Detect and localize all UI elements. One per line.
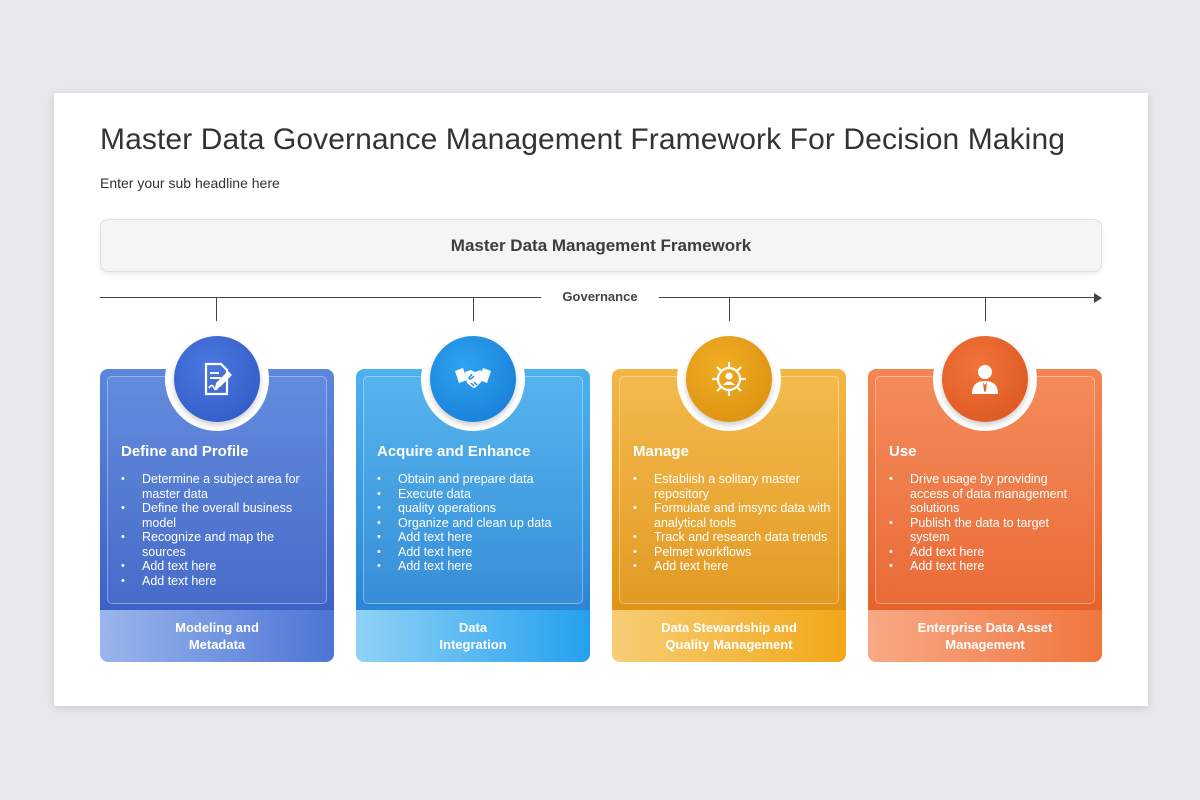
card-footer: Modeling and Metadata (100, 610, 334, 662)
framework-bar: Master Data Management Framework (100, 219, 1102, 272)
bullet-item: Add text here (889, 559, 1089, 574)
bullet-item: Publish the data to target system (889, 516, 1089, 545)
slide: Master Data Governance Management Framew… (54, 93, 1148, 706)
card-title: Acquire and Enhance (377, 443, 531, 460)
bullet-item: Establish a solitary master repository (633, 472, 833, 501)
bullet-item: quality operations (377, 501, 577, 516)
connector-line (216, 298, 217, 321)
bullet-item: Execute data (377, 487, 577, 502)
icon-circle (686, 336, 772, 422)
handshake-icon (455, 368, 491, 388)
bullet-item: Add text here (121, 559, 321, 574)
card-title: Use (889, 443, 917, 460)
icon-circle (430, 336, 516, 422)
card-bullet-list: Obtain and prepare data Execute data qua… (377, 472, 577, 574)
card-footer-line: Quality Management (665, 637, 793, 652)
connector-line (729, 298, 730, 321)
document-pen-icon (204, 362, 232, 396)
card-bullet-list: Drive usage by providing access of data … (889, 472, 1089, 574)
bullet-item: Recognize and map the sources (121, 530, 321, 559)
card-footer-line: Enterprise Data Asset (917, 620, 1053, 635)
bullet-item: Determine a subject area for master data (121, 472, 321, 501)
bullet-item: Add text here (377, 530, 577, 545)
card-footer-line: Integration (439, 637, 507, 652)
bullet-item: Add text here (633, 559, 833, 574)
card-bullet-list: Establish a solitary master repository F… (633, 472, 833, 574)
governance-arrow-icon (1094, 293, 1102, 303)
card-footer-line: Data Stewardship and (661, 620, 797, 635)
page-title: Master Data Governance Management Framew… (100, 123, 1066, 156)
page-subtitle: Enter your sub headline here (100, 175, 280, 191)
card-footer-line: Management (945, 637, 1025, 652)
card-footer: Enterprise Data Asset Management (868, 610, 1102, 662)
bullet-item: Track and research data trends (633, 530, 833, 545)
gear-user-icon (712, 362, 746, 396)
connector-line (473, 298, 474, 321)
bullet-item: Add text here (121, 574, 321, 589)
card-footer-line: Metadata (188, 637, 246, 652)
card-use: Use Drive usage by providing access of d… (868, 327, 1102, 662)
governance-label: Governance (541, 288, 659, 306)
bullet-item: Drive usage by providing access of data … (889, 472, 1089, 516)
user-icon (972, 365, 998, 394)
icon-circle (174, 336, 260, 422)
connector-line (985, 298, 986, 321)
bullet-item: Organize and clean up data (377, 516, 577, 531)
card-footer-line: Modeling and (175, 620, 259, 635)
bullet-item: Pelmet workflows (633, 545, 833, 560)
card-define-and-profile: Define and Profile Determine a subject a… (100, 327, 334, 662)
bullet-item: Add text here (377, 559, 577, 574)
bullet-item: Add text here (377, 545, 577, 560)
card-footer-line: Data (458, 620, 488, 635)
card-footer: Data Stewardship and Quality Management (612, 610, 846, 662)
bullet-item: Add text here (889, 545, 1089, 560)
card-title: Define and Profile (121, 443, 249, 460)
card-bullet-list: Determine a subject area for master data… (121, 472, 321, 588)
bullet-item: Define the overall business model (121, 501, 321, 530)
card-title: Manage (633, 443, 689, 460)
framework-label: Master Data Management Framework (450, 235, 752, 255)
bullet-item: Formulate and imsync data with analytica… (633, 501, 833, 530)
card-footer: Data Integration (356, 610, 590, 662)
card-acquire-and-enhance: Acquire and Enhance Obtain and prepare d… (356, 327, 590, 662)
bullet-item: Obtain and prepare data (377, 472, 577, 487)
icon-circle (942, 336, 1028, 422)
card-manage: Manage Establish a solitary master repos… (612, 327, 846, 662)
